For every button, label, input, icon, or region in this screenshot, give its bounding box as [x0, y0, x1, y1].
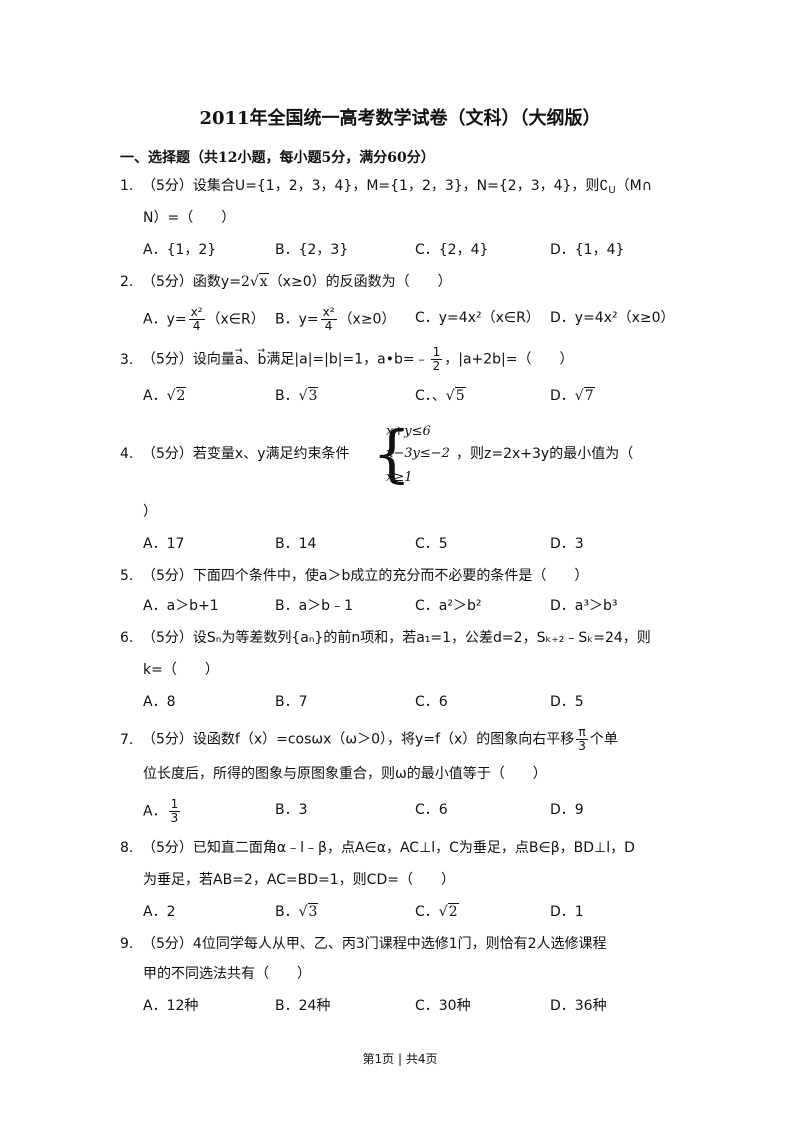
option-c: C．30种 [415, 998, 471, 1014]
question-number: 4. [120, 446, 134, 462]
question-text: （5分）下面四个条件中，使a＞b成立的充分而不必要的条件是（ ） [142, 568, 589, 584]
option-b: B．{2，3} [275, 242, 349, 258]
option-c: C．6 [415, 694, 448, 710]
question-1-continued: N）=（ ） [143, 210, 236, 226]
option-c: C．6 [415, 802, 448, 818]
question-6: 6. （5分）设Sₙ为等差数列{aₙ}的前n项和，若a₁=1，公差d=2，Sₖ₊₂… [120, 628, 651, 648]
option-a: A．a＞b+1 [143, 598, 219, 614]
question-text: （5分）已知直二面角α﹣l﹣β，点A∈α，AC⊥l，C为垂足，点B∈β，BD⊥l… [142, 840, 635, 856]
page-footer: 第1页 | 共4页 [362, 1052, 438, 1066]
question-text-end: （x≥0）的反函数为（ ） [268, 274, 452, 290]
question-text: （5分）函数y= [142, 274, 241, 290]
constraint-2: x−3y≤−2 [386, 446, 450, 461]
option-a: A．12种 [143, 998, 199, 1014]
question-8-continued: 为垂足，若AB=2，AC=BD=1，则CD=（ ） [143, 872, 455, 888]
question-4: 4.（5分）若变量x、y满足约束条件 [120, 446, 350, 462]
vector-b: b [258, 341, 267, 370]
question-number: 2. [120, 274, 134, 290]
option-b: B．√3 [275, 903, 319, 920]
option-d: D．y=4x²（x≥0） [550, 310, 675, 326]
option-d: D．a³＞b³ [550, 598, 618, 614]
question-number: 8. [120, 840, 134, 856]
question-number: 9. [120, 936, 134, 952]
option-d: D．{1，4} [550, 242, 625, 258]
option-b: B．a＞b﹣1 [275, 598, 353, 614]
question-2: 2. （5分）函数y=2√x（x≥0）的反函数为（ ） [120, 272, 452, 292]
option-c: C．、√5 [415, 387, 466, 404]
question-7-continued: 位长度后，所得的图象与原图象重合，则ω的最小值等于（ ） [143, 766, 547, 782]
magnitude-b: |b| [324, 351, 343, 368]
question-6-continued: k=（ ） [143, 662, 219, 678]
question-number: 5. [120, 568, 134, 584]
option-a: A．2 [143, 904, 176, 920]
option-b: B．14 [275, 536, 317, 552]
radical-expression: 2√x [240, 273, 269, 290]
option-b: B．3 [275, 802, 308, 818]
option-c: C．a²＞b² [415, 598, 482, 614]
option-d: D．36种 [550, 998, 607, 1014]
option-a: A．√2 [143, 387, 187, 404]
brace-icon: { [372, 417, 412, 490]
constraint-3: x≥1 [386, 470, 413, 485]
question-number: 7. [120, 731, 134, 748]
question-number: 1. [120, 178, 134, 194]
option-d: D．1 [550, 904, 584, 920]
option-c: C．5 [415, 536, 448, 552]
page-title: 2011年全国统一高考数学试卷（文科）（大纲版） [199, 108, 601, 129]
question-4-continued: ） [143, 504, 157, 520]
option-b: B．√3 [275, 387, 319, 404]
option-d: D．9 [550, 802, 584, 818]
question-9: 9. （5分）4位同学每人从甲、乙、丙3门课程中选修1门，则恰有2人选修课程 [120, 934, 607, 954]
dot-product: a•b [377, 351, 403, 368]
question-number: 6. [120, 630, 134, 646]
section-heading: 一、选择题（共12小题，每小题5分，满分60分） [120, 150, 435, 166]
option-c: C．√2 [415, 903, 459, 920]
question-text-end: （M∩ [615, 178, 652, 194]
question-9-continued: 甲的不同选法共有（ ） [143, 966, 311, 982]
question-text: （5分）设集合U={1，2，3，4}，M={1，2，3}，N={2，3，4}，则… [142, 178, 609, 194]
question-8: 8. （5分）已知直二面角α﹣l﹣β，点A∈α，AC⊥l，C为垂足，点B∈β，BD… [120, 838, 635, 858]
question-3: 3.（5分）设向量a、b满足|a|=|b|=1，a•b=﹣12，|a+2b|=（… [120, 341, 574, 373]
option-b: B．7 [275, 694, 308, 710]
option-c: C．y=4x²（x∈R） [415, 310, 540, 326]
option-d: D．3 [550, 536, 584, 552]
question-number: 3. [120, 351, 134, 368]
option-a: A．8 [143, 694, 176, 710]
question-1: 1. （5分）设集合U={1，2，3，4}，M={1，2，3}，N={2，3，4}… [120, 176, 652, 201]
magnitude-a: |a| [294, 351, 313, 368]
complement-subscript: U [608, 185, 616, 196]
vector-a: a [235, 341, 244, 370]
question-5: 5. （5分）下面四个条件中，使a＞b成立的充分而不必要的条件是（ ） [120, 566, 588, 586]
constraint-1: x+y≤6 [386, 424, 431, 439]
option-a: A．{1，2} [143, 242, 217, 258]
option-b: B．24种 [275, 998, 331, 1014]
question-text: （5分）4位同学每人从甲、乙、丙3门课程中选修1门，则恰有2人选修课程 [142, 936, 607, 952]
question-4-text-end: ，则z=2x+3y的最小值为（ [456, 446, 634, 462]
option-d: D．√7 [550, 387, 595, 404]
option-c: C．{2，4} [415, 242, 489, 258]
option-d: D．5 [550, 694, 584, 710]
option-a: A．17 [143, 536, 185, 552]
magnitude-a-plus-2b: |a+2b| [458, 351, 506, 368]
question-text: （5分）设Sₙ为等差数列{aₙ}的前n项和，若a₁=1，公差d=2，Sₖ₊₂﹣S… [142, 630, 651, 646]
